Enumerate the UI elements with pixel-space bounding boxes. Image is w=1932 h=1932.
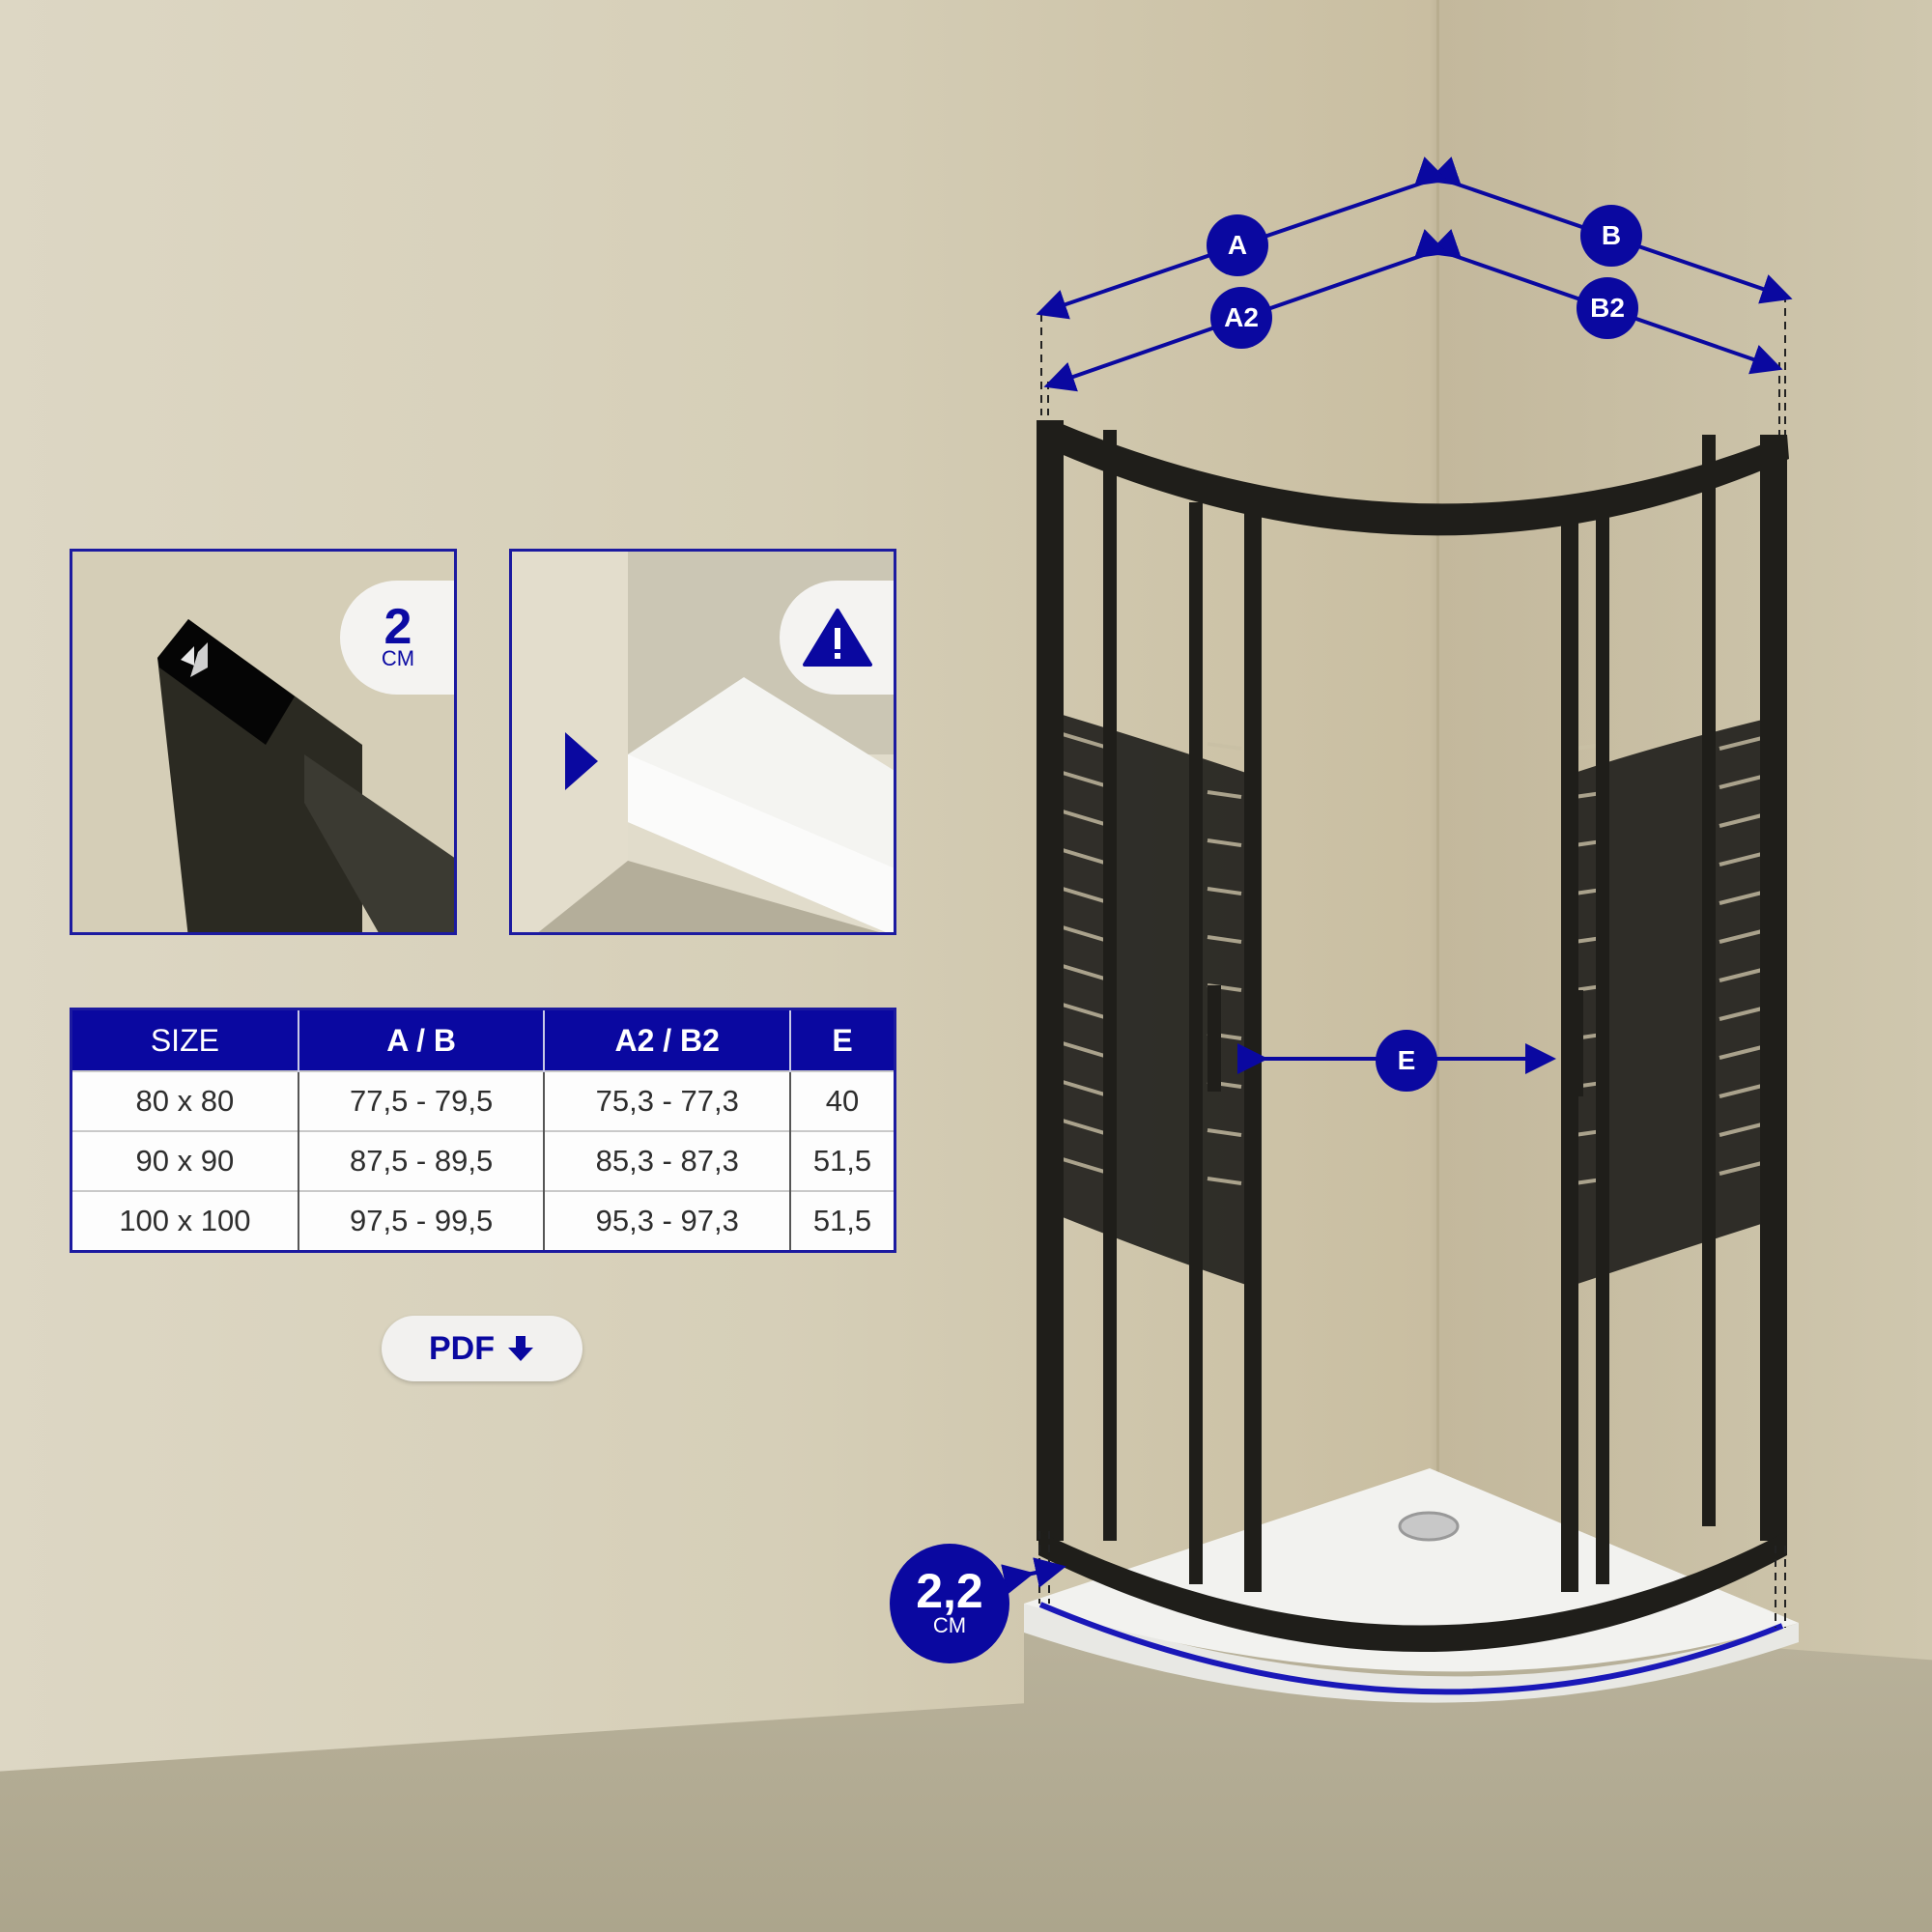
cell-e: 40	[790, 1070, 895, 1131]
header-e: E	[790, 1009, 895, 1071]
dimension-b-badge: B	[1580, 205, 1642, 267]
cell-a-b: 87,5 - 89,5	[298, 1130, 546, 1191]
cell-a2-b2: 75,3 - 77,3	[544, 1070, 792, 1131]
warning-icon	[803, 609, 872, 667]
download-arrow-icon	[508, 1336, 533, 1361]
profile-width-badge: 2 CM	[340, 581, 454, 695]
table-row: 80 x 80 77,5 - 79,5 75,3 - 77,3 40	[71, 1070, 895, 1131]
dimension-a2-badge: A2	[1210, 287, 1272, 349]
tray-detail-panel	[509, 549, 896, 935]
cell-a-b: 97,5 - 99,5	[298, 1190, 546, 1252]
dimension-e-badge: E	[1376, 1030, 1437, 1092]
wall-corner	[1436, 0, 1439, 1507]
profile-detail-image	[157, 619, 454, 932]
cell-size: 90 x 90	[71, 1130, 299, 1191]
tray-height-badge: 2,2 CM	[890, 1544, 1009, 1663]
cell-a2-b2: 85,3 - 87,3	[544, 1130, 792, 1191]
table-row: 90 x 90 87,5 - 89,5 85,3 - 87,3 51,5	[71, 1130, 895, 1191]
profile-width-value: 2	[384, 599, 412, 655]
play-arrow-icon	[565, 732, 598, 790]
cell-size: 100 x 100	[71, 1190, 299, 1252]
header-size: SIZE	[71, 1009, 299, 1071]
size-table: SIZE A / B A2 / B2 E 80 x 80 77,5 - 79,5…	[70, 1008, 896, 1253]
pdf-label: PDF	[429, 1329, 495, 1367]
profile-detail-panel: 2 CM	[70, 549, 457, 935]
dimension-b2-badge: B2	[1577, 277, 1638, 339]
warning-badge	[780, 581, 894, 695]
cell-e: 51,5	[790, 1190, 895, 1252]
tray-height-value: 2,2	[916, 1564, 983, 1618]
cell-e: 51,5	[790, 1130, 895, 1191]
cell-size: 80 x 80	[71, 1070, 299, 1131]
table-row: 100 x 100 97,5 - 99,5 95,3 - 97,3 51,5	[71, 1190, 895, 1252]
header-a-b: A / B	[298, 1009, 546, 1071]
profile-width-unit: CM	[381, 646, 415, 670]
table-header-row: SIZE A / B A2 / B2 E	[71, 1009, 895, 1071]
dimension-a-badge: A	[1207, 214, 1268, 276]
pdf-download-button[interactable]: PDF	[382, 1316, 582, 1381]
header-a2-b2: A2 / B2	[544, 1009, 792, 1071]
cell-a2-b2: 95,3 - 97,3	[544, 1190, 792, 1252]
cell-a-b: 77,5 - 79,5	[298, 1070, 546, 1131]
tray-height-unit: CM	[932, 1613, 967, 1637]
